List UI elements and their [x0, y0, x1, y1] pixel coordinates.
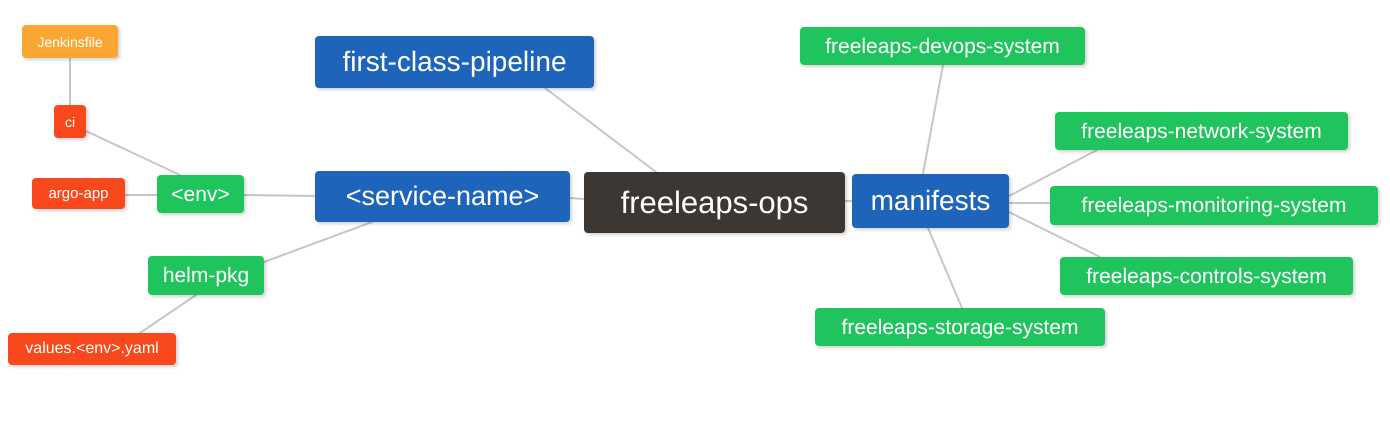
node-helm-pkg[interactable]: helm-pkg	[148, 256, 264, 295]
node-ci[interactable]: ci	[54, 105, 86, 138]
node-label-values-yaml: values.<env>.yaml	[25, 340, 159, 357]
edge-helm-pkg-to-service-name	[263, 221, 373, 263]
node-label-ci: ci	[64, 113, 76, 130]
node-label-manifests: manifests	[870, 185, 991, 216]
node-freeleaps-ops[interactable]: freeleaps-ops	[584, 172, 845, 233]
node-env[interactable]: <env>	[157, 175, 244, 213]
node-freeleaps-network-system[interactable]: freeleaps-network-system	[1055, 112, 1348, 150]
node-label-helm-pkg: helm-pkg	[162, 264, 250, 287]
edge-manifests-to-freeleaps-devops-system	[922, 64, 944, 175]
node-freeleaps-devops-system[interactable]: freeleaps-devops-system	[800, 27, 1085, 65]
edge-values-yaml-to-helm-pkg	[139, 294, 197, 334]
node-label-env: <env>	[171, 182, 230, 206]
node-values-yaml[interactable]: values.<env>.yaml	[8, 333, 176, 365]
node-label-freeleaps-network-system: freeleaps-network-system	[1081, 119, 1322, 143]
node-label-freeleaps-storage-system: freeleaps-storage-system	[841, 315, 1079, 339]
node-first-class-pipeline[interactable]: first-class-pipeline	[315, 36, 594, 88]
node-label-first-class-pipeline: first-class-pipeline	[342, 46, 567, 77]
node-freeleaps-storage-system[interactable]: freeleaps-storage-system	[815, 308, 1105, 346]
node-argo-app[interactable]: argo-app	[32, 178, 125, 209]
node-freeleaps-monitoring-system[interactable]: freeleaps-monitoring-system	[1050, 186, 1378, 225]
node-jenkinsfile[interactable]: Jenkinsfile	[22, 25, 118, 58]
node-label-freeleaps-ops: freeleaps-ops	[620, 185, 809, 220]
edge-manifests-to-freeleaps-storage-system	[927, 227, 963, 309]
node-label-argo-app: argo-app	[48, 185, 109, 202]
node-label-service-name: <service-name>	[345, 181, 540, 211]
node-label-freeleaps-monitoring-system: freeleaps-monitoring-system	[1081, 194, 1347, 217]
node-manifests[interactable]: manifests	[852, 174, 1009, 228]
node-label-jenkinsfile: Jenkinsfile	[37, 33, 103, 50]
edge-service-name-to-freeleaps-ops	[569, 197, 585, 200]
node-label-freeleaps-controls-system: freeleaps-controls-system	[1086, 264, 1327, 288]
node-freeleaps-controls-system[interactable]: freeleaps-controls-system	[1060, 257, 1353, 295]
edge-env-to-service-name	[243, 194, 316, 197]
node-label-freeleaps-devops-system: freeleaps-devops-system	[825, 34, 1060, 58]
node-service-name[interactable]: <service-name>	[315, 171, 570, 222]
edge-first-class-pipeline-to-freeleaps-ops	[544, 87, 657, 173]
edge-ci-to-env	[85, 130, 181, 176]
